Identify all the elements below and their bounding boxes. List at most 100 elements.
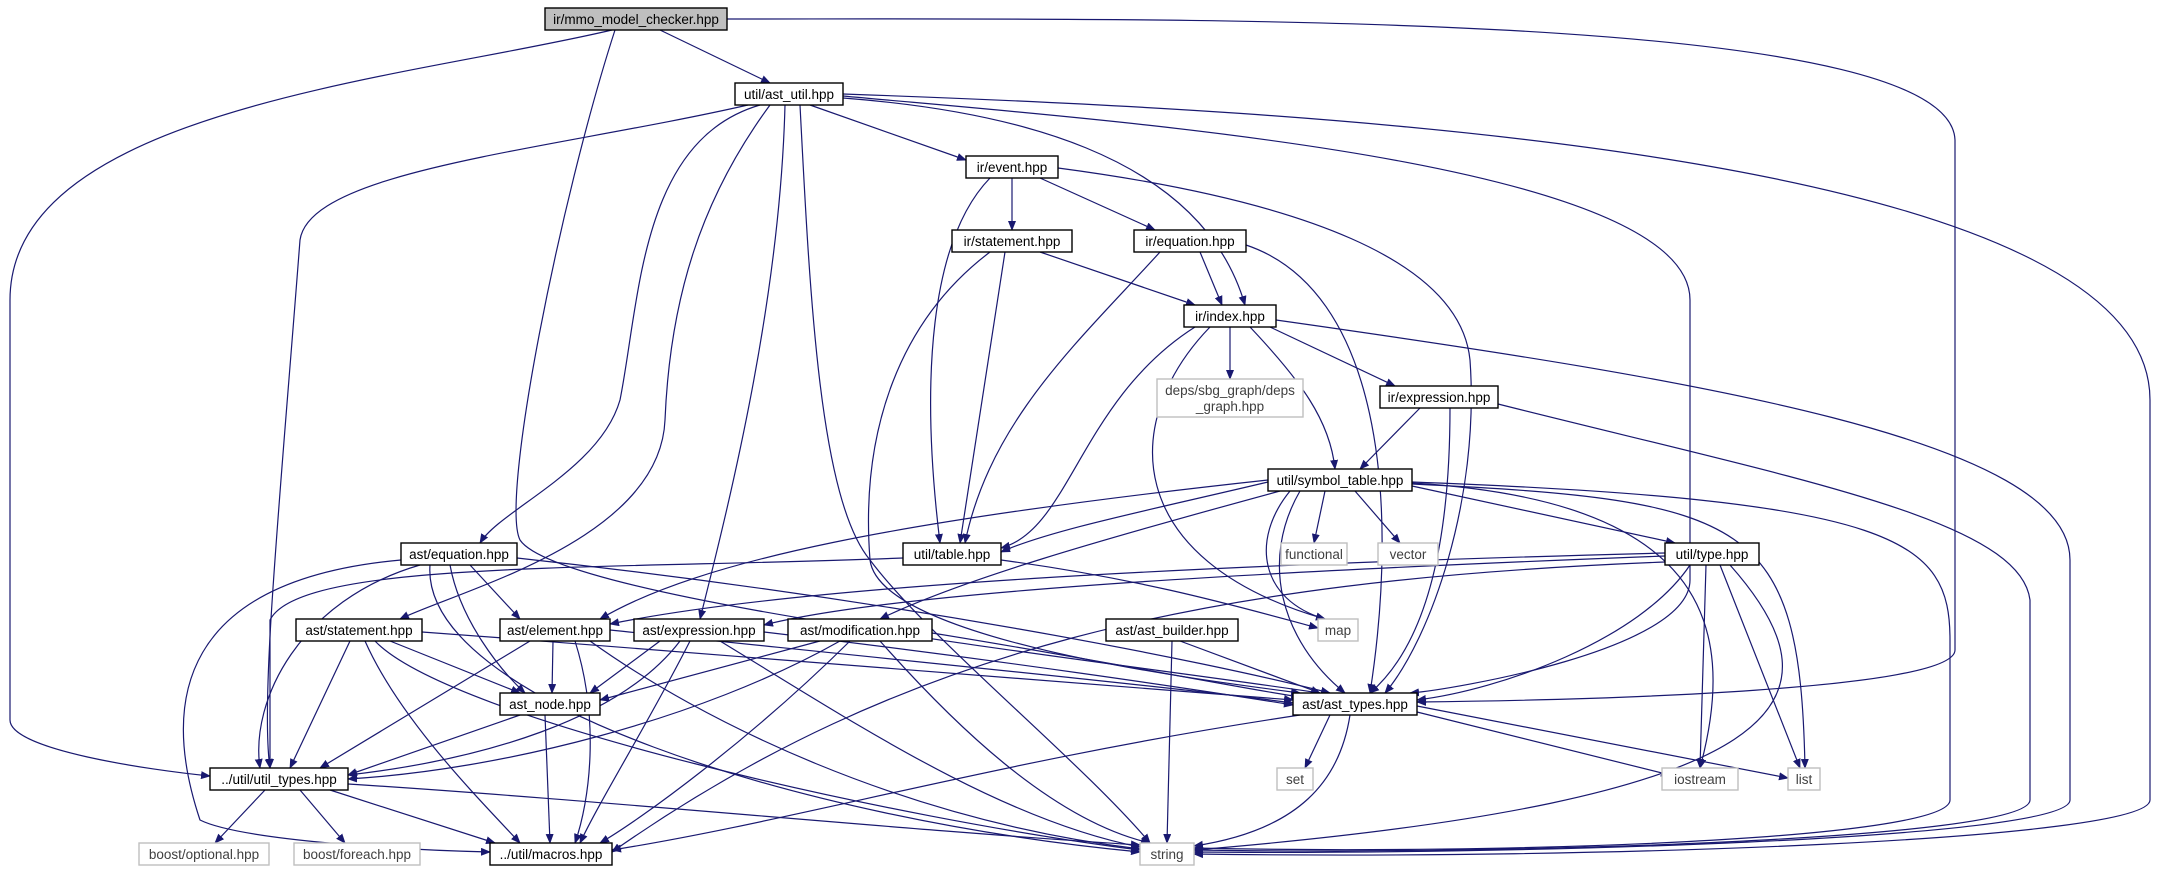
node-ast-modification[interactable]: ast/modification.hpp [787, 618, 933, 642]
edge-ast-util-string-mid [799, 104, 1151, 844]
edge-path [1057, 167, 1472, 694]
edge-path [449, 564, 526, 694]
edge-root-util-types [9, 29, 613, 780]
node-ast-builder[interactable]: ast/ast_builder.hpp [1105, 618, 1239, 642]
svg-text:ast/ast_types.hpp: ast/ast_types.hpp [1302, 697, 1408, 712]
edge-ast-util-string [842, 93, 2151, 859]
node-ast-statement[interactable]: ast/statement.hpp [295, 618, 423, 642]
node-util-macros[interactable]: ../util/macros.hpp [489, 842, 613, 866]
edge-path [1416, 564, 1691, 703]
node-ir-index[interactable]: ir/index.hpp [1183, 304, 1277, 328]
node-ir-equation[interactable]: ir/equation.hpp [1133, 229, 1247, 253]
node-util-symbol-table[interactable]: util/symbol_table.hpp [1267, 468, 1413, 492]
edge-ast-equation-util-types [254, 564, 421, 769]
edge-path [1411, 483, 1809, 769]
node-ir-event[interactable]: ir/event.hpp [965, 155, 1059, 179]
edge-symbol-table-ast-modification [879, 490, 1281, 620]
node-ast-equation[interactable]: ast/equation.hpp [400, 542, 518, 566]
edge-table-map [1000, 559, 1319, 630]
edge-ast-types-set [1304, 714, 1331, 769]
edge-statement-index [1039, 251, 1196, 306]
edge-index-symbol-table [1249, 326, 1339, 470]
edge-path [609, 552, 1666, 627]
edge-symbol-table-table [1000, 481, 1269, 553]
edge-path [957, 251, 1006, 544]
node-ir-statement[interactable]: ir/statement.hpp [951, 229, 1073, 253]
svg-text:set: set [1286, 772, 1304, 787]
node-functional[interactable]: functional [1280, 542, 1348, 566]
node-boost-optional[interactable]: boost/optional.hpp [138, 842, 270, 866]
node-deps-sbg-graph[interactable]: deps/sbg_graph/deps _graph.hpp [1156, 378, 1304, 418]
edge-ast-util-ast-equation [479, 104, 761, 544]
edge-path [469, 564, 521, 620]
edge-expression-ast-types [1369, 407, 1451, 694]
svg-text:ast/modification.hpp: ast/modification.hpp [800, 623, 920, 638]
edge-ast-equation-node [449, 564, 526, 694]
edge-path [1719, 564, 1801, 769]
edge-symbol-table-iostream [1411, 482, 1714, 769]
edge-type-ast-expression [763, 555, 1666, 627]
edge-path [347, 714, 521, 776]
edge-path [1193, 481, 1951, 853]
edge-path [1193, 403, 2031, 855]
edge-symbol-table-ast-element [599, 479, 1269, 620]
node-list[interactable]: list [1787, 767, 1821, 791]
node-util-type[interactable]: util/type.hpp [1664, 542, 1760, 566]
edge-path [1199, 251, 1223, 306]
svg-text:_graph.hpp: _graph.hpp [1195, 399, 1264, 414]
edge-path [574, 640, 591, 844]
edge-ast-types-macros [611, 714, 1301, 853]
node-vector[interactable]: vector [1377, 542, 1439, 566]
edge-path [1696, 564, 1707, 769]
edge-path [599, 479, 1269, 620]
edge-ast-builder-string [1163, 640, 1173, 844]
node-ir-expression[interactable]: ir/expression.hpp [1379, 385, 1499, 409]
svg-text:ir/equation.hpp: ir/equation.hpp [1145, 234, 1234, 249]
edge-path [214, 789, 266, 844]
edge-ast-element-macros [574, 640, 591, 844]
edge-symbol-table-vector [1354, 490, 1401, 544]
edge-path [1000, 481, 1269, 553]
svg-text:ir/statement.hpp: ir/statement.hpp [964, 234, 1061, 249]
edge-event-ast-types [1057, 167, 1472, 694]
svg-text:ast/element.hpp: ast/element.hpp [507, 623, 603, 638]
node-string[interactable]: string [1139, 842, 1195, 866]
svg-text:string: string [1150, 847, 1183, 862]
node-util-table[interactable]: util/table.hpp [902, 542, 1002, 566]
edge-ast-modification-node [599, 640, 821, 702]
edge-event-equation [1039, 177, 1156, 231]
node-ast-util[interactable]: util/ast_util.hpp [734, 82, 844, 106]
edge-path [347, 640, 681, 778]
edge-ast-equation-element [469, 564, 521, 620]
edge-path [182, 559, 491, 856]
edge-ast-modification-string [879, 640, 1151, 845]
edge-path [930, 177, 991, 544]
node-map[interactable]: map [1317, 618, 1359, 642]
edge-path [1269, 326, 1396, 387]
node-ast-element[interactable]: ast/element.hpp [499, 618, 611, 642]
node-iostream[interactable]: iostream [1661, 767, 1739, 791]
node-ast-expression[interactable]: ast/expression.hpp [633, 618, 765, 642]
node-mmo-model-checker[interactable]: ir/mmo_model_checker.hpp [544, 7, 728, 31]
svg-text:deps/sbg_graph/deps: deps/sbg_graph/deps [1165, 383, 1295, 398]
edge-path [1411, 482, 1714, 769]
edge-path [399, 104, 771, 620]
node-ast-node[interactable]: ast_node.hpp [499, 692, 601, 716]
svg-text:../util/util_types.hpp: ../util/util_types.hpp [221, 772, 337, 787]
node-boost-foreach[interactable]: boost/foreach.hpp [293, 842, 421, 866]
edge-path [611, 714, 1301, 853]
edge-path [1039, 177, 1156, 231]
edge-path [1039, 251, 1196, 306]
edge-path [1193, 714, 1351, 849]
edge-path [599, 640, 851, 844]
node-set[interactable]: set [1276, 767, 1314, 791]
edge-path [544, 714, 554, 844]
edge-type-ast-element [609, 552, 1666, 627]
edge-index-string [1193, 319, 2071, 857]
edge-path [9, 29, 613, 780]
edge-index-map [1152, 326, 1326, 621]
edge-path [1369, 407, 1451, 694]
node-util-types[interactable]: ../util/util_types.hpp [209, 767, 349, 791]
edge-ast-types-iostream [1416, 711, 1671, 777]
node-ast-types[interactable]: ast/ast_types.hpp [1292, 692, 1418, 716]
